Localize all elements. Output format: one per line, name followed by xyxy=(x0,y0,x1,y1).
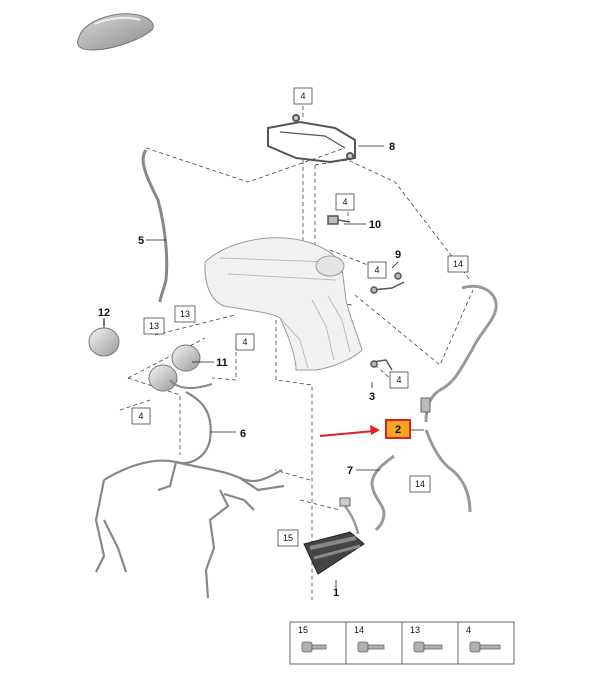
highlight-callout-2[interactable]: 2 xyxy=(385,419,411,439)
box-ref-13-b-label: 13 xyxy=(180,309,190,319)
part-7-tube xyxy=(370,454,395,532)
callout-8: 8 xyxy=(389,141,395,153)
box-ref-13-b: 13 xyxy=(174,305,196,323)
part-2-connector xyxy=(420,397,431,413)
part-3-sensor xyxy=(370,359,393,371)
box-ref-4-11-label: 4 xyxy=(242,337,247,347)
callout-labels: 1 3 5 6 7 8 9 10 11 12 xyxy=(98,141,401,599)
box-ref-4-3-label: 4 xyxy=(396,375,401,385)
part-8-bracket xyxy=(267,114,356,164)
screw-icon xyxy=(301,641,501,653)
box-ref-13-a-label: 13 xyxy=(149,321,159,331)
box-ref-4-9: 4 xyxy=(367,261,387,279)
callout-1: 1 xyxy=(333,587,339,599)
callout-6: 6 xyxy=(240,428,246,440)
highlight-arrow xyxy=(319,425,380,437)
callout-2: 2 xyxy=(395,424,401,436)
solid-leader-lines xyxy=(103,145,424,588)
part-5-hose xyxy=(141,149,169,303)
box-ref-4-3: 4 xyxy=(389,371,409,389)
box-ref-4-top: 4 xyxy=(293,87,313,105)
callout-7: 7 xyxy=(347,465,353,477)
box-ref-4-mid: 4 xyxy=(335,193,355,211)
box-ref-14-top: 14 xyxy=(447,255,469,273)
box-ref-4-left: 4 xyxy=(131,407,151,425)
callout-10: 10 xyxy=(369,219,381,231)
box-ref-4-9-label: 4 xyxy=(374,265,379,275)
box-ref-14-top-label: 14 xyxy=(453,259,463,269)
box-ref-15: 15 xyxy=(277,529,299,547)
part-1-rail-assembly xyxy=(303,497,365,575)
box-ref-14-bot-label: 14 xyxy=(415,479,425,489)
car-silhouette-icon xyxy=(77,13,154,51)
box-ref-15-label: 15 xyxy=(283,533,293,543)
fastener-legend: 15 14 13 4 xyxy=(289,621,515,665)
part-10-sensor xyxy=(327,215,351,225)
callout-5: 5 xyxy=(138,235,144,247)
part-11-reservoirs xyxy=(148,344,213,392)
legend-label-4: 4 xyxy=(466,625,471,635)
box-ref-13-a: 13 xyxy=(143,317,165,335)
callout-12: 12 xyxy=(98,307,110,319)
intake-manifold-drawing xyxy=(204,237,363,371)
callout-9: 9 xyxy=(395,249,401,261)
callout-11: 11 xyxy=(216,357,228,369)
part-6-wiring-harness xyxy=(94,391,285,599)
box-ref-4-mid-label: 4 xyxy=(342,197,347,207)
legend-label-15: 15 xyxy=(298,625,308,635)
callout-3: 3 xyxy=(369,391,375,403)
part-14-line xyxy=(424,284,498,513)
legend-label-13: 13 xyxy=(410,625,420,635)
legend-label-14: 14 xyxy=(354,625,364,635)
box-ref-14-bot: 14 xyxy=(409,475,431,493)
box-ref-4-top-label: 4 xyxy=(300,91,305,101)
box-ref-4-11: 4 xyxy=(235,333,255,351)
boxed-references: 4 4 4 4 4 4 13 13 14 14 15 xyxy=(131,87,469,547)
box-ref-4-left-label: 4 xyxy=(138,411,143,421)
part-9-sensor xyxy=(370,272,405,294)
